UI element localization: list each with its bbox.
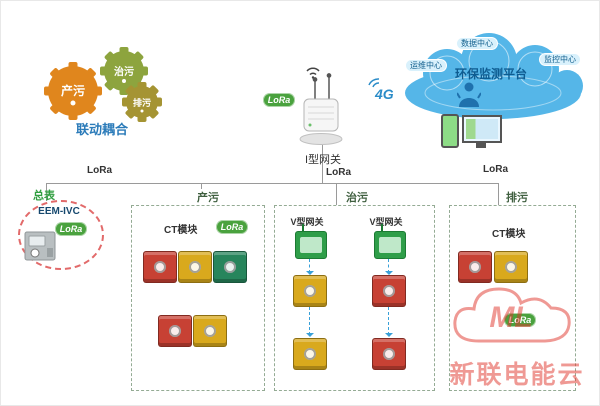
zone-treatment-label: 治污 [343, 189, 371, 205]
connector-gateway-drop [322, 145, 323, 183]
gear-discharge-icon: 排污 [122, 82, 162, 122]
antenna-icon [312, 73, 332, 99]
smartphone-icon [441, 114, 459, 148]
gear-cluster-caption: 联动耦合 [75, 122, 128, 137]
zone-production-label: 产污 [194, 189, 222, 205]
main-meter-boundary [18, 200, 104, 270]
monitor-icon [462, 115, 502, 148]
wifi-icon [306, 67, 320, 79]
v-gateway-label: V型网关 [290, 217, 324, 227]
v-gateway-device [295, 224, 327, 259]
connector-zone3-drop [498, 183, 499, 206]
4g-network-icon: 4G [368, 78, 394, 102]
ct-module [178, 251, 212, 283]
flow-arrow [306, 259, 314, 275]
ct-module [494, 251, 528, 283]
zone-production-box [131, 205, 265, 391]
ct-module [293, 338, 327, 370]
type1-gateway-device [299, 67, 343, 145]
ct-module [293, 275, 327, 307]
gear-production-icon: 产污 [44, 62, 102, 120]
main-meter-model: EEM-IVC [38, 206, 80, 217]
gear-treatment-icon: 治污 [100, 47, 148, 95]
operator-person-icon [457, 82, 481, 107]
zone-discharge-label: 排污 [503, 189, 531, 205]
gear-treatment-label: 治污 [114, 65, 134, 78]
badge-monitor-center: 监控中心 [539, 53, 581, 66]
connector-lora-bus [46, 183, 498, 184]
4g-label: 4G [374, 86, 394, 102]
connector-zone2-drop [336, 183, 337, 206]
ct-module [158, 315, 192, 347]
flow-arrow [306, 307, 314, 337]
bus-lora-label-right: LoRa [483, 164, 508, 175]
gear-cluster: 产污 治污 排污 [44, 47, 162, 122]
zone3-lora-badge: LoRa [504, 313, 536, 327]
bus-lora-label-left: LoRa [87, 165, 112, 176]
flow-arrow [385, 259, 393, 275]
badge-data-center: 数据中心 [456, 37, 498, 50]
zone1-lora-badge: LoRa [216, 220, 248, 234]
type1-gateway-label: I型网关 [304, 154, 342, 166]
gear-discharge-label: 排污 [133, 97, 151, 108]
bus-lora-label-middle: LoRa [326, 167, 351, 178]
energy-meter-icon [24, 231, 56, 261]
ct-module [372, 338, 406, 370]
ct-module [458, 251, 492, 283]
ct-module [193, 315, 227, 347]
zone3-ct-module-label: CT模块 [492, 229, 526, 240]
gear-production-label: 产污 [61, 83, 85, 98]
main-meter-group-label: 总表 [33, 190, 55, 202]
connector-meter-drop [46, 183, 47, 201]
main-meter-lora-badge: LoRa [55, 222, 87, 236]
ct-module [143, 251, 177, 283]
flow-arrow [385, 307, 393, 337]
cloud-platform-icon [405, 33, 583, 119]
zone1-ct-module-label: CT模块 [164, 225, 198, 236]
cloud-platform-title: 环保监测平台 [454, 67, 527, 81]
badge-ops-center: 运维中心 [405, 59, 447, 72]
ct-module [372, 275, 406, 307]
v-gateway-device [374, 224, 406, 259]
gateway-lora-badge: LoRa [263, 93, 295, 107]
ct-module [213, 251, 247, 283]
v-gateway-label: V型网关 [369, 217, 403, 227]
